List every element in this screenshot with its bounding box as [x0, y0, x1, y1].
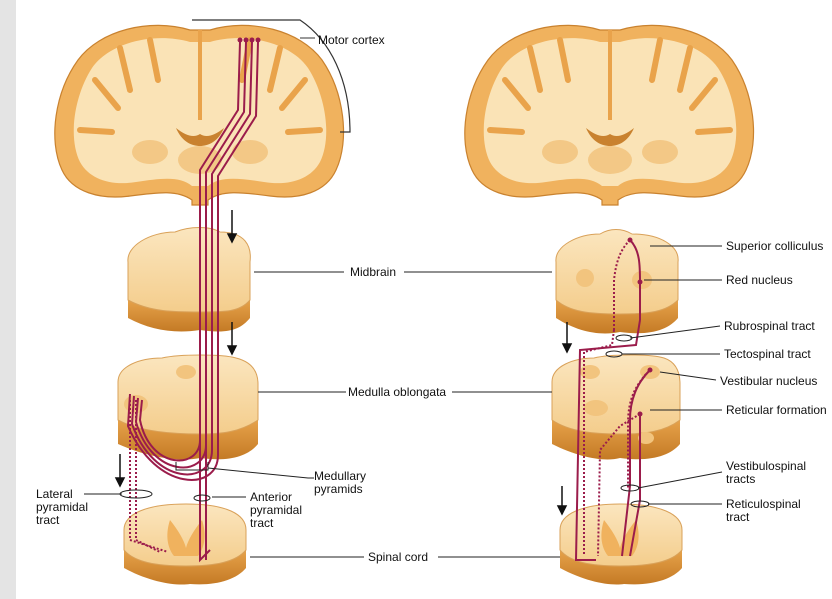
medullary-pyramids-label: Medullary pyramids: [314, 470, 366, 496]
midbrain-label: Midbrain: [350, 266, 396, 279]
motor-cortex-label: Motor cortex: [318, 34, 385, 47]
page-edge: [0, 0, 16, 599]
right-medulla-section: [552, 355, 680, 459]
spinal-cord-label: Spinal cord: [368, 551, 428, 564]
lateral-pyramidal-tract-label: Lateral pyramidal tract: [36, 488, 88, 527]
vestibular-nucleus-label: Vestibular nucleus: [720, 375, 817, 388]
reticulospinal-tract-label: Reticulospinal tract: [726, 498, 801, 524]
superior-colliculus-label: Superior colliculus: [726, 240, 823, 253]
right-midbrain-section: [556, 230, 678, 334]
rubrospinal-tract-label: Rubrospinal tract: [724, 320, 815, 333]
vestibulospinal-tracts-label: Vestibulospinal tracts: [726, 460, 806, 486]
left-medulla-section: [118, 355, 258, 459]
medulla-oblongata-label: Medulla oblongata: [348, 386, 446, 399]
anterior-pyramidal-tract-label: Anterior pyramidal tract: [250, 491, 302, 530]
right-spinal-cord-section: [560, 504, 682, 584]
right-brain-section: [465, 25, 754, 205]
red-nucleus-label: Red nucleus: [726, 274, 793, 287]
tectospinal-tract-label: Tectospinal tract: [724, 348, 811, 361]
reticular-formation-label: Reticular formation: [726, 404, 827, 417]
